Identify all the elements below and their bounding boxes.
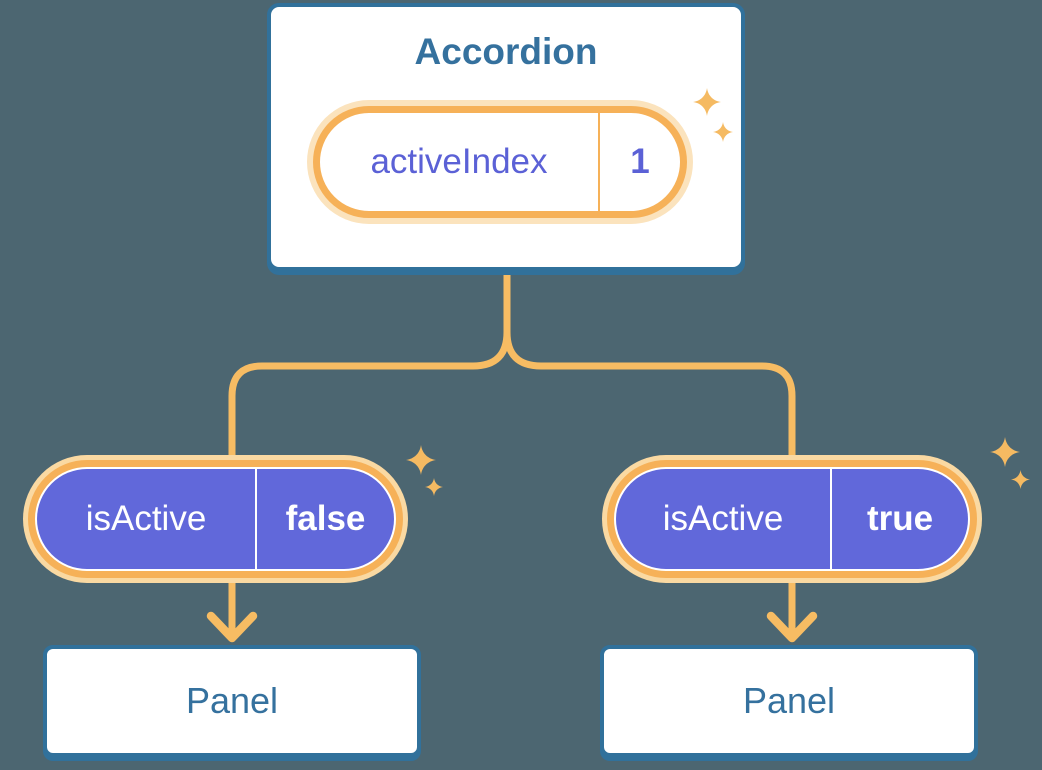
panel-card-right: Panel [600, 645, 978, 757]
prop-value-label: false [285, 499, 366, 538]
panel-card-left: Panel [43, 645, 421, 757]
prop-name-label: isActive [662, 499, 784, 538]
sparkle-icon [425, 478, 443, 496]
pill-divider [598, 113, 600, 211]
is-active-pill-left: isActive false [23, 455, 408, 583]
sparkle-icon [693, 88, 721, 116]
panel-label: Panel [185, 680, 279, 721]
state-pill-ring: activeIndex 1 [313, 106, 687, 218]
accordion-card: Accordion activeIndex 1 [267, 3, 745, 271]
state-pill-ring: isActive false [28, 460, 403, 578]
state-pill-fill: isActive false [37, 469, 394, 569]
sparkle-icon [990, 437, 1020, 467]
panel-label: Panel [742, 680, 836, 721]
is-active-pill-right: isActive true [602, 455, 982, 583]
state-pill-fill: isActive true [616, 469, 968, 569]
arrow-down-icon [766, 611, 818, 643]
prop-value-label: 1 [630, 142, 650, 181]
state-pill-ring: isActive true [607, 460, 977, 578]
sparkle-icon [406, 445, 436, 475]
pill-divider [830, 469, 832, 569]
prop-value-label: true [866, 499, 934, 538]
active-index-state-pill: activeIndex 1 [307, 100, 693, 224]
connector-right-branch [503, 272, 796, 633]
prop-name-label: isActive [85, 499, 207, 538]
sparkle-icon [1011, 470, 1030, 489]
sparkle-icon [713, 122, 733, 142]
pill-divider [255, 469, 257, 569]
prop-name-label: activeIndex [370, 142, 548, 181]
accordion-title: Accordion [414, 31, 598, 72]
arrow-down-icon [206, 611, 258, 643]
